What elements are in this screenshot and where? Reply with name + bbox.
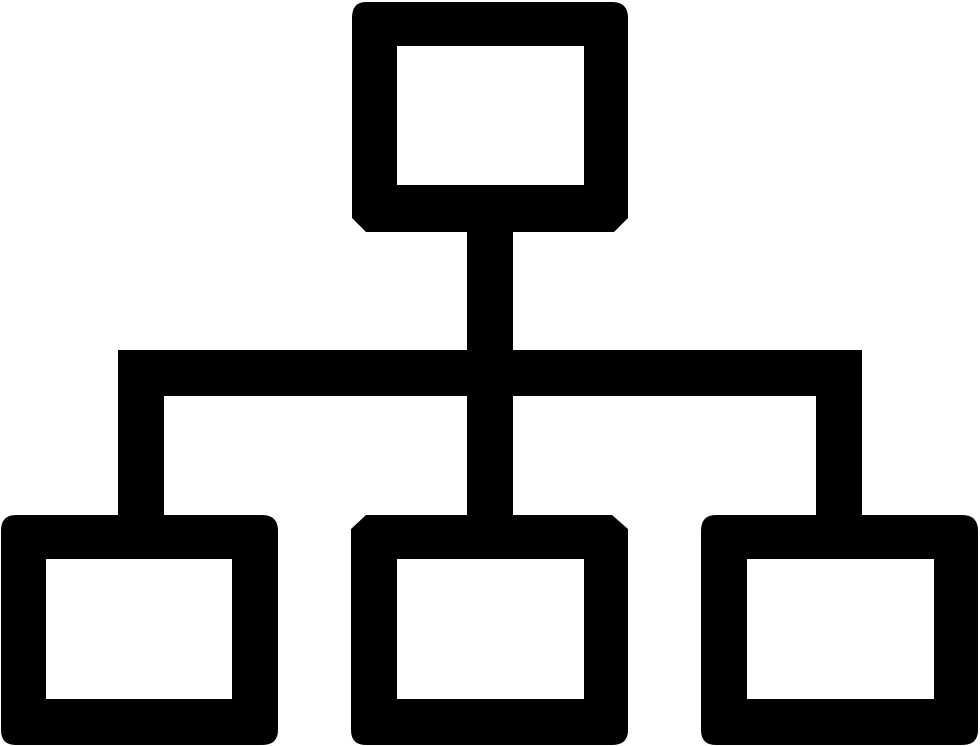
center-drop — [467, 390, 513, 518]
child-node-left — [1, 515, 278, 745]
root-stem — [467, 230, 513, 354]
connector-lines — [118, 230, 862, 518]
child-node-center — [351, 515, 628, 745]
child-node-left-frame — [1, 515, 278, 745]
root-node — [352, 2, 628, 232]
child-node-right — [701, 515, 978, 745]
right-drop — [816, 350, 862, 518]
horizontal-bus — [118, 350, 862, 396]
root-node-frame — [352, 2, 628, 232]
child-node-right-frame — [701, 515, 978, 745]
child-node-center-frame — [351, 515, 628, 745]
left-drop — [118, 350, 164, 518]
